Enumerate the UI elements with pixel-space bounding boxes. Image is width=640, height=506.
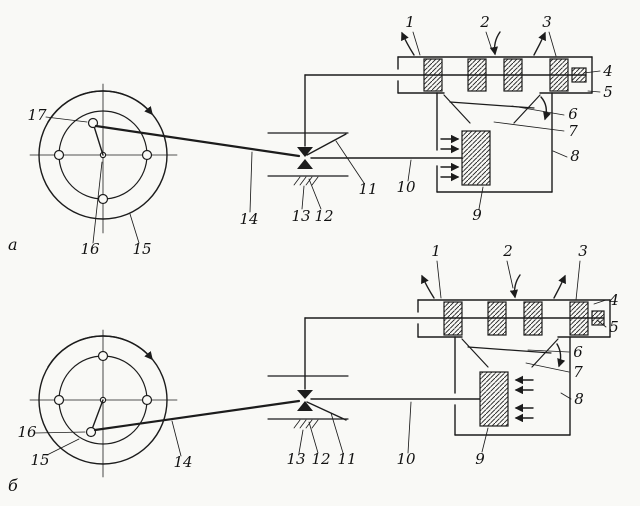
flow-arrow-port1	[401, 31, 415, 56]
label-a-17: 17	[27, 106, 47, 124]
drain-flow-arrow	[540, 96, 552, 121]
lever-link	[306, 401, 347, 421]
flywheel-b	[29, 329, 178, 478]
label-b-3: 3	[578, 242, 588, 260]
deflector-plate	[449, 101, 535, 109]
pivot-bowtie-lower	[297, 159, 313, 169]
rod-end-piece	[571, 67, 587, 83]
servo-cylinder-a	[436, 92, 553, 193]
pivot-ground-hatching	[293, 419, 319, 429]
figure-a: 1 2 3 4 5 6 7 8 9 10 11 12 13 14 15 16 1…	[8, 13, 613, 258]
labels-a: 1 2 3 4 5 6 7 8 9 10 11 12 13 14 15 16 1…	[8, 13, 613, 258]
label-a-13: 13	[291, 207, 310, 225]
rod-end-piece	[591, 310, 605, 326]
figure-b: 1 2 3 4 5 6 7 8 9 10 11 12 13 14 15 16 б	[8, 242, 619, 495]
crank-arm	[90, 399, 104, 433]
label-b-14: 14	[173, 453, 192, 471]
balance-hole	[141, 149, 153, 161]
label-a-2: 2	[479, 13, 490, 31]
label-b-5: 5	[609, 318, 619, 336]
servo-piston	[479, 371, 509, 427]
lever-link	[306, 133, 347, 156]
pressure-arrows	[514, 375, 534, 423]
linkage-a	[94, 74, 463, 186]
label-a-6: 6	[568, 105, 578, 123]
drain-flow-arrow	[556, 343, 566, 368]
servo-cylinder-b	[454, 336, 571, 436]
balance-hole	[97, 193, 109, 205]
label-a-4: 4	[602, 62, 613, 80]
label-b-1: 1	[431, 242, 441, 260]
rotation-arrow	[47, 335, 153, 368]
label-a-11: 11	[358, 180, 377, 198]
label-b-12: 12	[311, 450, 330, 468]
balance-hole	[53, 394, 65, 406]
label-b-9: 9	[475, 450, 485, 468]
balance-hole	[141, 394, 153, 406]
label-b-13: 13	[286, 450, 305, 468]
connecting-rod	[93, 399, 301, 432]
flow-arrow-port3	[533, 31, 546, 56]
slide-valve-b	[304, 274, 611, 338]
flow-arrow-port1	[421, 274, 435, 299]
label-a-1: 1	[405, 13, 415, 31]
balance-hole	[53, 149, 65, 161]
deflector-plate	[467, 346, 552, 354]
spool-land	[467, 58, 487, 92]
spool-land	[423, 58, 443, 92]
label-b-16: 16	[17, 423, 37, 441]
label-a-10: 10	[396, 178, 416, 196]
label-b-11: 11	[337, 450, 356, 468]
label-b-10: 10	[396, 450, 416, 468]
pressure-arrows	[440, 134, 460, 182]
rotation-arrow	[47, 90, 153, 123]
label-b-6: 6	[573, 343, 583, 361]
label-a-16: 16	[80, 240, 100, 258]
spool-land	[503, 58, 523, 92]
label-b-15: 15	[30, 451, 49, 469]
label-b-8: 8	[574, 390, 584, 408]
label-b-2: 2	[502, 242, 513, 260]
pivot-bowtie-upper	[297, 390, 313, 399]
servo-piston	[461, 130, 491, 186]
label-a-5: 5	[603, 83, 613, 101]
label-a-14: 14	[239, 210, 258, 228]
label-a-12: 12	[314, 207, 333, 225]
crank-pin	[85, 426, 97, 438]
balance-hole	[97, 350, 109, 362]
label-b-7: 7	[573, 363, 583, 381]
linkage-b	[93, 317, 481, 432]
label-a-7: 7	[568, 122, 578, 140]
flow-arrow-port2	[509, 274, 521, 299]
spool-land	[569, 301, 589, 336]
pivot-ground-hatching	[293, 176, 319, 186]
spool-land	[443, 301, 463, 336]
crank-arm	[92, 122, 104, 156]
spool-land	[549, 58, 569, 92]
flow-arrow-port3	[553, 274, 566, 299]
spool-land	[523, 301, 543, 336]
flywheel-a	[29, 83, 178, 234]
funnel-wall-left	[443, 94, 471, 124]
subfigure-letter-b: б	[8, 476, 18, 495]
flow-arrow-port2	[489, 31, 501, 56]
label-a-3: 3	[542, 13, 552, 31]
funnel-wall-left	[461, 338, 489, 368]
label-a-15: 15	[132, 240, 151, 258]
label-a-9: 9	[472, 206, 482, 224]
labels-b: 1 2 3 4 5 6 7 8 9 10 11 12 13 14 15 16 б	[8, 242, 619, 495]
label-a-8: 8	[570, 147, 580, 165]
slide-valve-a	[304, 31, 593, 94]
spool-land	[487, 301, 507, 336]
connecting-rod	[94, 124, 301, 158]
pivot-bowtie-upper	[297, 147, 313, 157]
label-b-4: 4	[608, 291, 619, 309]
pivot-bowtie-lower	[297, 401, 313, 411]
subfigure-letter-a: a	[8, 235, 18, 254]
